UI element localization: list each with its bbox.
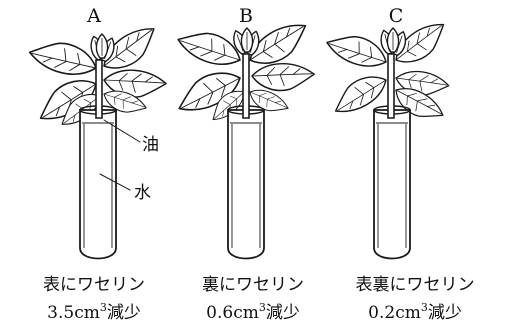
plant-c: C xyxy=(324,5,452,259)
caption-c-exponent: 3 xyxy=(421,301,428,314)
plant-b: B xyxy=(173,5,315,259)
caption-b-condition: 裏にワセリン xyxy=(202,274,304,295)
caption-c-amount: 0.2cm3減少 xyxy=(368,301,462,323)
caption-a-value: 3.5 xyxy=(47,303,74,323)
caption-a-condition: 表にワセリン xyxy=(43,275,145,295)
captions: 表にワセリン 裏にワセリン 表裏にワセリン 3.5cm3減少 0.6cm3減少 … xyxy=(43,274,475,323)
caption-c-condition: 表裏にワセリン xyxy=(356,274,475,295)
plant-a: A xyxy=(27,5,167,259)
plant-a-letter: A xyxy=(86,5,101,27)
oil-label: 油 xyxy=(142,135,159,155)
caption-c-unit: cm xyxy=(395,303,421,323)
caption-a-suffix: 減少 xyxy=(107,303,141,323)
caption-b-suffix: 減少 xyxy=(266,303,300,323)
caption-b-exponent: 3 xyxy=(259,301,266,314)
plant-c-letter: C xyxy=(389,5,404,27)
caption-a-unit: cm xyxy=(74,303,100,323)
caption-c-value: 0.2 xyxy=(368,303,395,323)
caption-a-exponent: 3 xyxy=(100,301,107,314)
caption-a-amount: 3.5cm3減少 xyxy=(47,301,141,323)
caption-c-suffix: 減少 xyxy=(428,303,462,323)
caption-b-amount: 0.6cm3減少 xyxy=(206,301,300,323)
caption-b-unit: cm xyxy=(233,303,259,323)
caption-b-value: 0.6 xyxy=(206,303,233,323)
plant-b-letter: B xyxy=(239,5,253,27)
water-label: 水 xyxy=(134,183,151,203)
